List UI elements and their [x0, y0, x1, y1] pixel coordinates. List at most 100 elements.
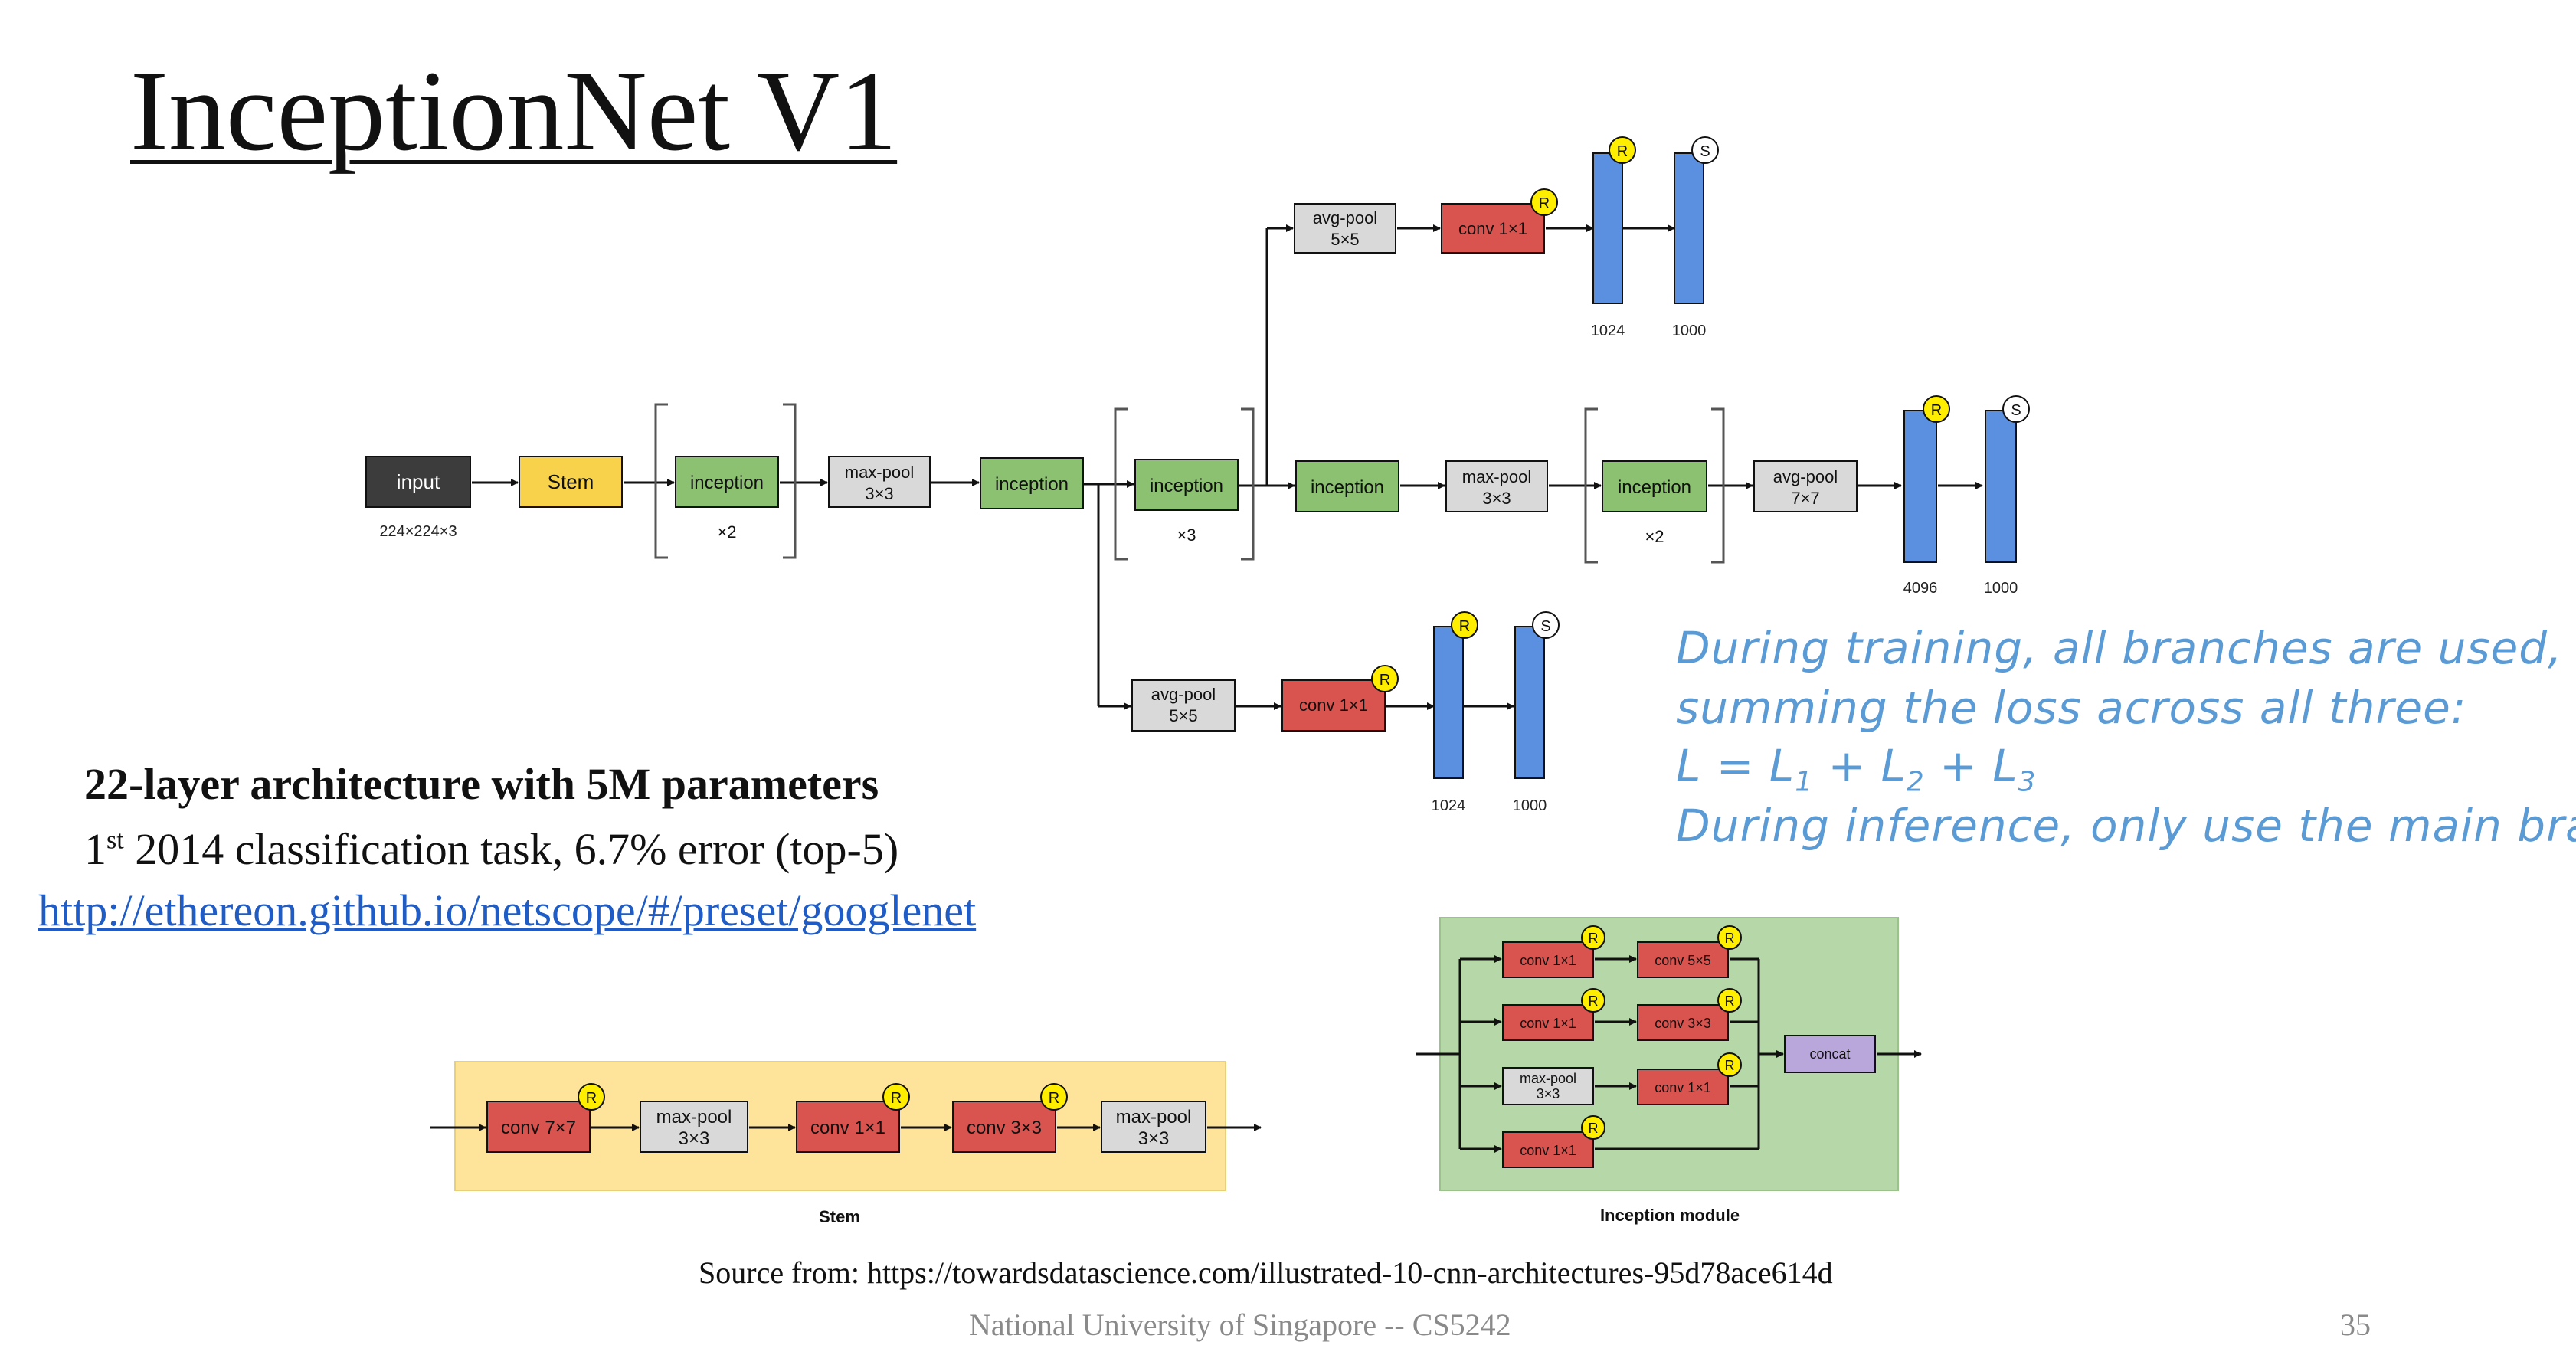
- conv-block: [1502, 1131, 1594, 1168]
- conv-block: [486, 1101, 591, 1153]
- softmax-badge: [1532, 611, 1560, 639]
- avgpool-kernel: 5×5: [1331, 230, 1359, 249]
- conv-block: [1281, 679, 1386, 732]
- classification-fact: 1st 2014 classification task, 6.7% error…: [84, 823, 898, 875]
- maxpool-label: max-pool: [1116, 1107, 1192, 1128]
- netscope-link[interactable]: http://ethereon.github.io/netscope/#/pre…: [38, 885, 977, 935]
- conv-label: conv 1×1: [1520, 1016, 1576, 1031]
- relu-badge: [1040, 1083, 1068, 1111]
- maxpool-block: [1502, 1067, 1594, 1105]
- fc-layer-4096: [1903, 410, 1937, 563]
- maxpool-kernel: 3×3: [1138, 1128, 1170, 1149]
- concat-block: [1784, 1035, 1876, 1073]
- fc-layer-1000: [1514, 626, 1545, 779]
- input-dims: 224×224×3: [379, 523, 457, 540]
- stem-block: [519, 456, 623, 508]
- conv-label: conv 7×7: [501, 1118, 576, 1138]
- conv-label: conv 3×3: [967, 1118, 1042, 1138]
- maxpool-kernel: 3×3: [1482, 489, 1511, 508]
- relu-badge: [1530, 188, 1558, 216]
- fc-size-label: 1000: [1513, 797, 1547, 814]
- relu-badge-label: R: [1725, 1058, 1735, 1073]
- maxpool-kernel: 3×3: [1537, 1086, 1560, 1101]
- conv-label: conv 3×3: [1655, 1016, 1711, 1031]
- page-number: 35: [2340, 1308, 2371, 1342]
- concat-label: concat: [1809, 1046, 1850, 1062]
- slide-footer: National University of Singapore -- CS52…: [969, 1308, 1511, 1342]
- inception-label: inception: [1150, 476, 1223, 496]
- fc-size-label: 1000: [1672, 322, 1707, 339]
- relu-badge-label: R: [586, 1090, 597, 1107]
- inception-block: [980, 457, 1084, 509]
- maxpool-block: [640, 1101, 748, 1153]
- avgpool-label: avg-pool: [1151, 685, 1216, 704]
- relu-badge: [1717, 925, 1742, 950]
- eq-subscript: 1: [1795, 766, 1814, 798]
- inception-label: inception: [690, 473, 764, 493]
- relu-badge: [1581, 988, 1605, 1013]
- avgpool-block: [1131, 679, 1236, 732]
- inception-label: inception: [995, 474, 1069, 495]
- softmax-badge-label: S: [1540, 618, 1550, 635]
- eq-term: L = L: [1676, 740, 1795, 792]
- relu-badge-label: R: [1049, 1090, 1059, 1107]
- softmax-badge: [1691, 136, 1719, 164]
- repeat-label: ×2: [1645, 527, 1664, 546]
- relu-badge-label: R: [1589, 931, 1599, 946]
- maxpool-label: max-pool: [1462, 467, 1531, 486]
- conv-label: conv 1×1: [1520, 1143, 1576, 1158]
- avgpool-block: [1753, 460, 1858, 512]
- fact-text: 2014 classification task, 6.7% error (to…: [123, 824, 899, 874]
- maxpool-block: [1101, 1101, 1206, 1153]
- conv-label: conv 1×1: [1299, 696, 1368, 715]
- stem-caption: Stem: [819, 1207, 860, 1226]
- relu-badge-label: R: [1725, 993, 1735, 1009]
- fc-size-label: 1024: [1432, 797, 1466, 814]
- relu-badge-label: R: [1539, 195, 1550, 212]
- conv-label: conv 1×1: [1655, 1080, 1711, 1095]
- fc-size-label: 1024: [1591, 322, 1625, 339]
- conv-label: conv 5×5: [1655, 953, 1711, 968]
- eq-term: + L: [1813, 740, 1907, 792]
- fc-size-label: 4096: [1903, 580, 1938, 597]
- avgpool-label: avg-pool: [1773, 467, 1838, 486]
- source-citation: Source from: https://towardsdatascience.…: [699, 1255, 1833, 1290]
- relu-badge: [1717, 988, 1742, 1013]
- softmax-badge: [2002, 395, 2030, 423]
- maxpool-kernel: 3×3: [679, 1128, 710, 1149]
- inception-label: inception: [1618, 477, 1691, 498]
- eq-subscript: 2: [1906, 766, 1925, 798]
- avgpool-label: avg-pool: [1313, 208, 1377, 227]
- conv-block: [1637, 1069, 1729, 1105]
- eq-term: + L: [1924, 740, 2018, 792]
- fact-ordinal-suffix: st: [106, 826, 124, 855]
- conv-block: [1502, 1004, 1594, 1041]
- relu-badge: [1609, 136, 1636, 164]
- softmax-badge-label: S: [1700, 143, 1710, 160]
- inception-label: inception: [1311, 477, 1384, 498]
- relu-badge-label: R: [1589, 993, 1599, 1009]
- conv-block: [952, 1101, 1056, 1153]
- relu-badge-label: R: [1589, 1121, 1599, 1136]
- relu-badge-label: R: [1459, 618, 1470, 635]
- fact-ordinal: 1: [84, 824, 106, 874]
- relu-badge-label: R: [1725, 931, 1735, 946]
- inception-block: [675, 456, 779, 508]
- avgpool-kernel: 5×5: [1169, 706, 1197, 725]
- conv-label: conv 1×1: [1458, 219, 1527, 238]
- conv-block: [1637, 1004, 1729, 1041]
- maxpool-kernel: 3×3: [865, 484, 893, 503]
- note-line-2: summing the loss across all three:: [1676, 682, 2467, 734]
- note-line-1: During training, all branches are used,: [1676, 622, 2563, 674]
- maxpool-block: [828, 456, 931, 508]
- relu-badge-label: R: [891, 1090, 902, 1107]
- stem-label: Stem: [548, 470, 594, 493]
- loss-equation: L = L1 + L2 + L3: [1676, 740, 2036, 798]
- avgpool-block: [1294, 203, 1396, 254]
- repeat-label: ×3: [1177, 525, 1196, 545]
- inception-block: [1134, 459, 1239, 511]
- maxpool-block: [1445, 460, 1548, 512]
- input-block: [365, 456, 471, 508]
- fc-layer-1000: [1985, 410, 2017, 563]
